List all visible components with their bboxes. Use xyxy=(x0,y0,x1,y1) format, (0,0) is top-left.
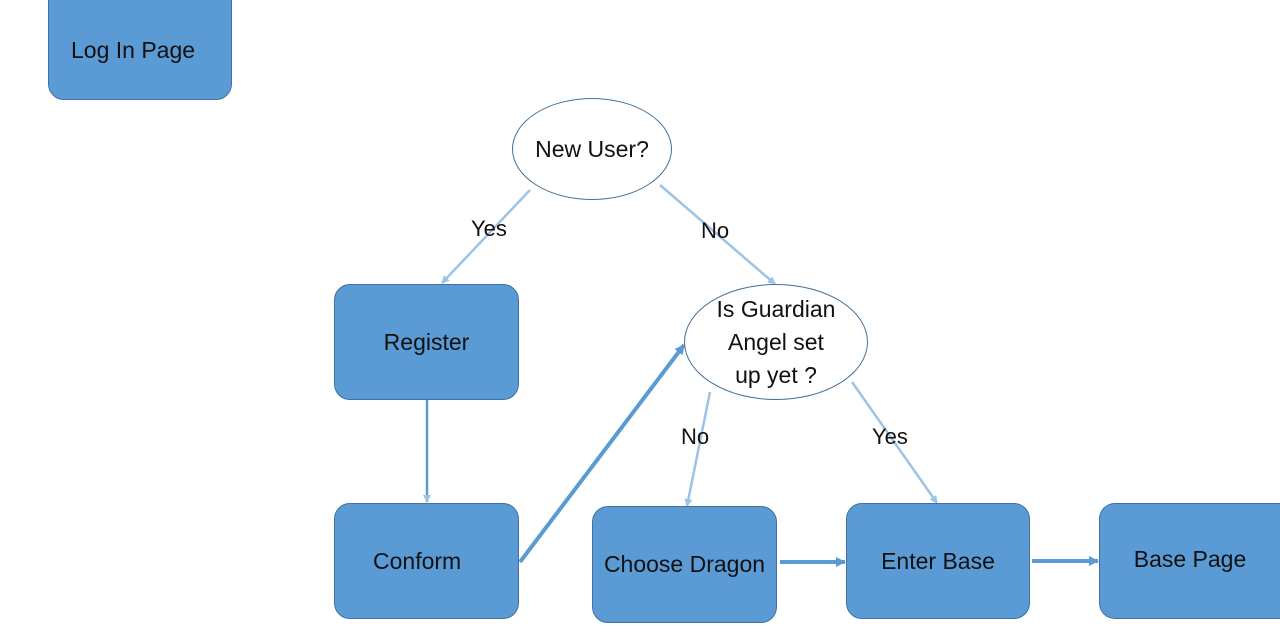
edge-label-new-user-yes: Yes xyxy=(471,216,507,241)
arrow-new-user-to-register xyxy=(441,189,531,284)
node-base-page-label: Base Page xyxy=(1133,545,1247,572)
node-new-user-decision: New User? xyxy=(512,98,672,200)
node-guardian-label-line-2: Angel set xyxy=(728,328,824,355)
node-choose-dragon-label: Choose Dragon xyxy=(603,551,766,578)
node-base-page: Base Page xyxy=(1099,503,1280,619)
arrow-conform-to-guardian xyxy=(518,343,686,564)
arrow-guardian-to-choose-dragon xyxy=(684,391,712,507)
node-new-user-label: New User? xyxy=(535,135,649,162)
node-conform-label: Conform xyxy=(373,547,462,574)
edge-label-new-user-no: No xyxy=(701,218,730,243)
node-register: Register xyxy=(334,284,519,400)
arrow-guardian-to-enter-base xyxy=(850,381,939,504)
node-guardian-decision: Is Guardian Angel set up yet ? xyxy=(684,284,868,400)
node-enter-base: Enter Base xyxy=(846,503,1030,619)
node-register-label: Register xyxy=(383,328,470,355)
node-log-in-page-label: Log In Page xyxy=(71,36,196,63)
node-guardian-label-line-1: Is Guardian xyxy=(716,295,836,322)
arrow-new-user-to-guardian xyxy=(659,184,776,285)
node-conform: Conform xyxy=(334,503,519,619)
node-guardian-label-line-3: up yet ? xyxy=(735,361,817,388)
node-log-in-page: Log In Page xyxy=(48,0,232,100)
edge-label-guardian-yes: Yes xyxy=(872,424,908,449)
node-enter-base-label: Enter Base xyxy=(881,547,995,574)
edge-label-guardian-no: No xyxy=(681,424,710,449)
node-choose-dragon: Choose Dragon xyxy=(592,506,777,623)
